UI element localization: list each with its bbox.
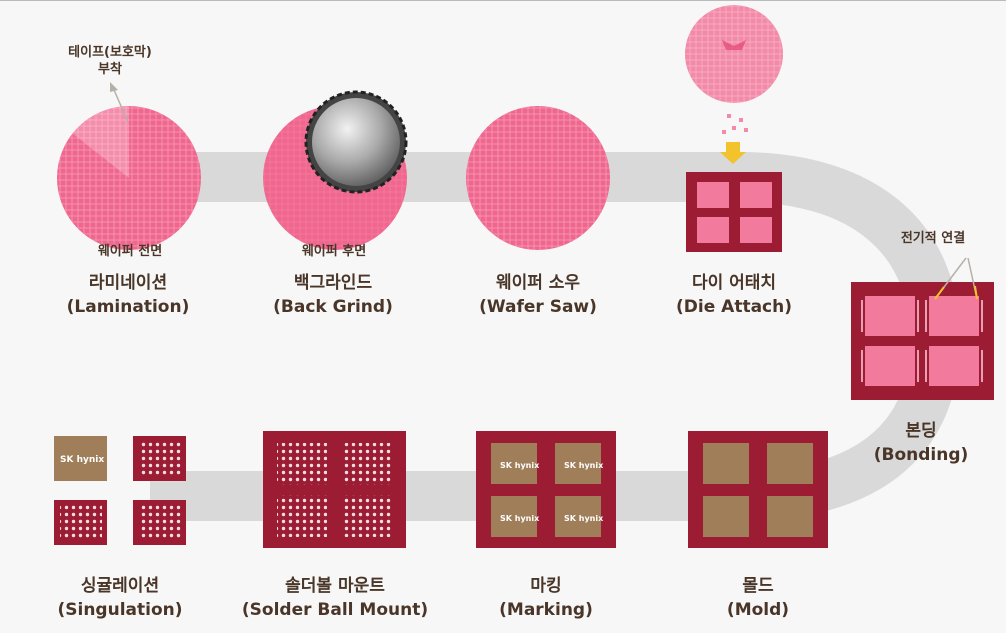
top-border bbox=[0, 0, 1006, 1]
step-en: (Solder Ball Mount) bbox=[241, 600, 429, 620]
step-marking: 마킹 (Marking) bbox=[466, 574, 626, 622]
lamination-wafer bbox=[57, 105, 201, 250]
step-ko: 싱귤레이션 bbox=[80, 576, 160, 596]
falling-dies bbox=[722, 114, 748, 134]
connection-arrows bbox=[934, 257, 978, 300]
wafer-back-label: 웨이퍼 후면 bbox=[301, 244, 367, 259]
solder-ball-board bbox=[263, 431, 406, 548]
step-bonding: 본딩 (Bonding) bbox=[846, 419, 996, 467]
step-solder-ball-mount: 솔더볼 마운트 (Solder Ball Mount) bbox=[240, 574, 430, 622]
down-arrow bbox=[720, 142, 746, 164]
step-en: (Back Grind) bbox=[273, 297, 393, 317]
svg-text:SK hynix: SK hynix bbox=[500, 461, 540, 470]
step-ko: 마킹 bbox=[530, 576, 562, 596]
electrical-connection-label: 전기적 연결 bbox=[900, 231, 966, 246]
tape-line2: 부착 bbox=[98, 62, 122, 77]
step-back-grind: 백그라인드 (Back Grind) bbox=[253, 271, 413, 319]
tape-arrow bbox=[110, 82, 129, 123]
step-ko: 다이 어태치 bbox=[691, 273, 777, 293]
step-en: (Die Attach) bbox=[676, 297, 792, 317]
step-en: (Mold) bbox=[726, 600, 790, 620]
svg-text:SK hynix: SK hynix bbox=[500, 514, 540, 523]
step-wafer-saw: 웨이퍼 소우 (Wafer Saw) bbox=[458, 271, 618, 319]
source-wafer bbox=[685, 5, 783, 103]
step-lamination: 라미네이션 (Lamination) bbox=[48, 271, 208, 319]
svg-text:SK hynix: SK hynix bbox=[60, 455, 104, 465]
step-singulation: 싱귤레이션 (Singulation) bbox=[40, 574, 200, 622]
tape-line1: 테이프(보호막) bbox=[68, 45, 152, 60]
wafer-front-label: 웨이퍼 전면 bbox=[97, 244, 163, 259]
grinder-wheel bbox=[304, 90, 408, 194]
svg-text:SK hynix: SK hynix bbox=[564, 514, 604, 523]
tape-annotation: 테이프(보호막) 부착 bbox=[50, 44, 170, 78]
step-en: (Bonding) bbox=[873, 445, 969, 465]
step-en: (Singulation) bbox=[57, 600, 183, 620]
bonding-board bbox=[851, 282, 994, 400]
step-en: (Marking) bbox=[499, 600, 593, 620]
step-die-attach: 다이 어태치 (Die Attach) bbox=[654, 271, 814, 319]
step-ko: 몰드 bbox=[742, 576, 774, 596]
step-en: (Lamination) bbox=[66, 297, 190, 317]
svg-text:SK hynix: SK hynix bbox=[564, 461, 604, 470]
step-en: (Wafer Saw) bbox=[479, 297, 597, 317]
step-mold: 몰드 (Mold) bbox=[678, 574, 838, 622]
marking-board: SK hynix SK hynix SK hynix SK hynix bbox=[476, 431, 616, 548]
mold-board bbox=[688, 431, 828, 548]
step-ko: 웨이퍼 소우 bbox=[495, 273, 581, 293]
step-ko: 본딩 bbox=[905, 421, 937, 441]
step-ko: 라미네이션 bbox=[88, 273, 168, 293]
sawn-wafer bbox=[466, 106, 610, 250]
die-attach-board bbox=[686, 172, 782, 252]
step-ko: 백그라인드 bbox=[293, 273, 373, 293]
step-ko: 솔더볼 마운트 bbox=[285, 576, 385, 596]
singulated-chips: SK hynix bbox=[54, 436, 186, 545]
